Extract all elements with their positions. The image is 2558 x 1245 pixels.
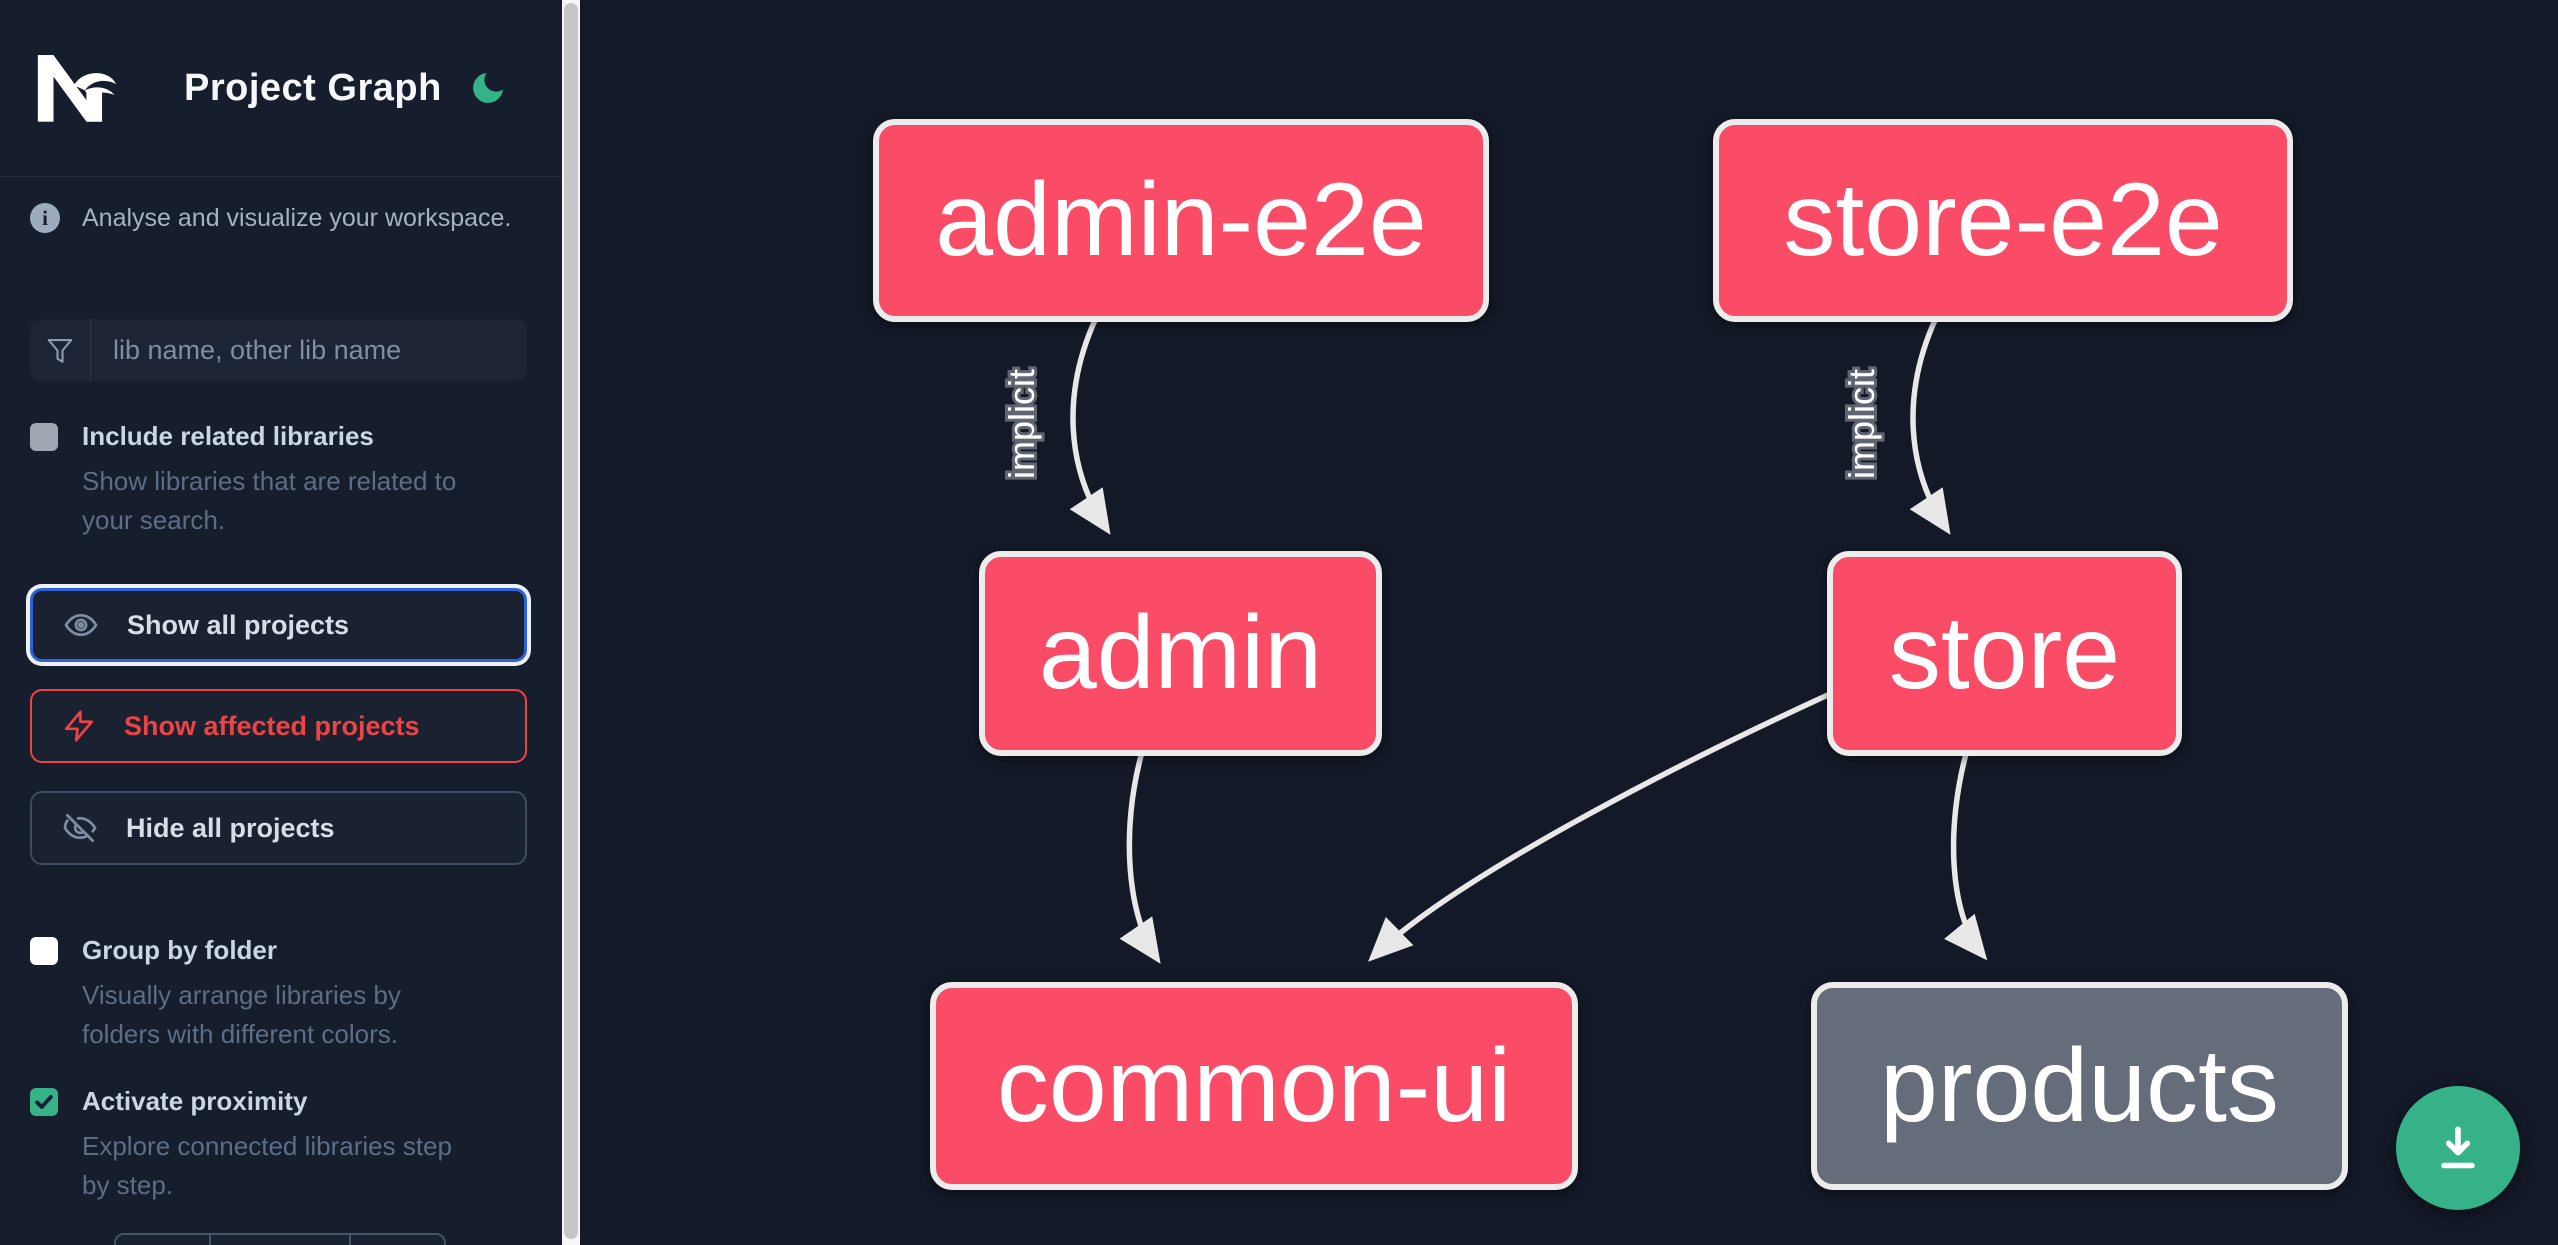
graph-node-store-e2e[interactable]: store-e2e xyxy=(1713,119,2293,322)
search-box xyxy=(30,319,527,381)
sidebar-scrollbar[interactable] xyxy=(562,0,580,1245)
proximity-value xyxy=(211,1235,351,1245)
funnel-icon xyxy=(30,319,91,381)
filter-input[interactable] xyxy=(91,319,527,381)
hide-all-projects-label: Hide all projects xyxy=(126,812,335,843)
group-by-folder-section: Group by folder Visually arrange librari… xyxy=(30,935,527,1054)
show-all-projects-label: Show all projects xyxy=(127,609,350,640)
dark-mode-toggle moon-icon[interactable] xyxy=(468,68,508,108)
scrollbar-thumb[interactable] xyxy=(564,3,578,1239)
show-affected-projects-label: Show affected projects xyxy=(124,710,420,741)
show-all-projects-button[interactable]: Show all projects xyxy=(30,588,527,662)
edge-admin-common-ui xyxy=(1119,751,1161,964)
proximity-increment[interactable] xyxy=(351,1235,444,1245)
graph-node-admin[interactable]: admin xyxy=(979,551,1382,756)
workspace-info-text: Analyse and visualize your workspace. xyxy=(82,203,512,232)
graph-node-common-ui[interactable]: common-ui xyxy=(930,982,1578,1190)
group-by-folder-description: Visually arrange libraries by folders wi… xyxy=(82,980,401,1049)
group-by-folder-label: Group by folder xyxy=(82,935,277,965)
activate-proximity-checkbox[interactable] xyxy=(30,1088,58,1116)
activate-proximity-label: Activate proximity xyxy=(82,1086,308,1116)
edge-admin-e2e-admin xyxy=(1069,316,1111,535)
proximity-stepper[interactable] xyxy=(114,1233,446,1245)
check-icon xyxy=(33,1091,55,1113)
edge-store-e2e-store xyxy=(1909,316,1951,535)
include-related-section: Include related libraries Show libraries… xyxy=(30,421,527,540)
edge-label-implicit: implicit xyxy=(1001,369,1042,479)
edge-label-implicit: implicit xyxy=(1841,369,1882,479)
info-icon: i xyxy=(30,203,60,233)
eye-off-icon xyxy=(62,810,98,846)
graph-node-store[interactable]: store xyxy=(1827,551,2182,756)
sidebar: Project Graph i Analyse and visualize yo… xyxy=(0,0,562,1245)
download-button[interactable] xyxy=(2396,1086,2520,1210)
activate-proximity-section: Activate proximity Explore connected lib… xyxy=(30,1086,527,1205)
page-title: Project Graph xyxy=(184,66,442,109)
include-related-description: Show libraries that are related to your … xyxy=(82,466,457,535)
graph-node-admin-e2e[interactable]: admin-e2e xyxy=(873,119,1489,322)
hide-all-projects-button[interactable]: Hide all projects xyxy=(30,791,527,865)
group-by-folder-checkbox[interactable] xyxy=(30,937,58,965)
show-affected-projects-button[interactable]: Show affected projects xyxy=(30,689,527,763)
proximity-decrement[interactable] xyxy=(116,1235,211,1245)
edge-store-products xyxy=(1944,749,1988,961)
sidebar-header: Project Graph xyxy=(0,0,562,177)
graph-node-products[interactable]: products xyxy=(1811,982,2348,1190)
workspace-info: i Analyse and visualize your workspace. xyxy=(30,203,527,233)
include-related-label: Include related libraries xyxy=(82,421,374,451)
eye-icon xyxy=(63,607,99,643)
include-related-checkbox[interactable] xyxy=(30,423,58,451)
activate-proximity-description: Explore connected libraries step by step… xyxy=(82,1131,452,1200)
bolt-icon xyxy=(62,709,96,743)
edge-store-common-ui xyxy=(1368,691,1832,962)
nx-logo xyxy=(30,49,124,127)
download-icon xyxy=(2430,1120,2486,1176)
